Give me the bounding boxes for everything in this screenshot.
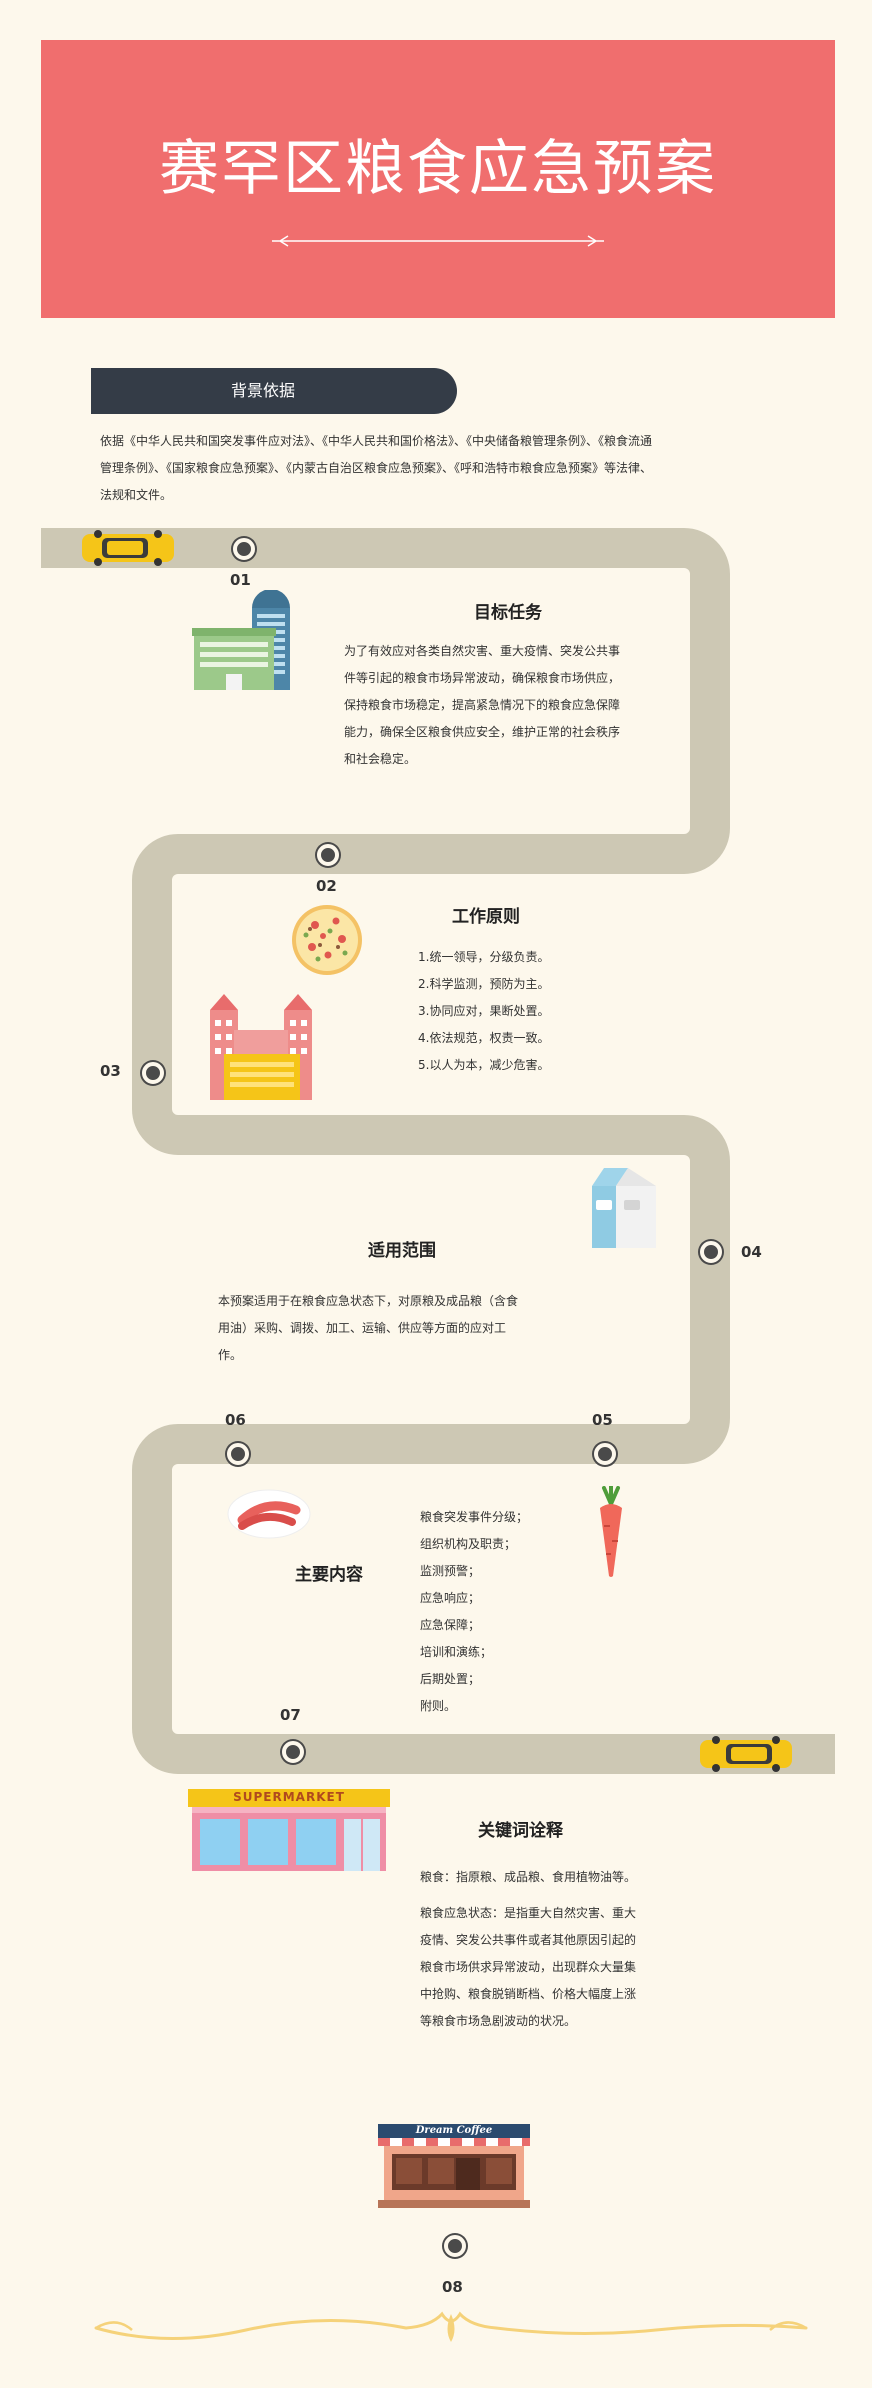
milestone-07-dot	[282, 1741, 304, 1763]
list-item: 应急响应；	[420, 1591, 481, 1605]
section-01-title: 目标任务	[474, 603, 542, 623]
school-building-icon	[210, 994, 312, 1100]
text-line: 件等引起的粮食市场异常波动，确保粮食市场供应，	[344, 671, 621, 685]
section-07-text: 粮食：指原粮、成品粮、食用植物油等。 粮食应急状态：是指重大自然灾害、重大 疫情…	[420, 1864, 720, 2035]
section-07-title: 关键词诠释	[478, 1821, 563, 1841]
background-text: 依据《中华人民共和国突发事件应对法》、《中华人民共和国价格法》、《中央储备粮管理…	[100, 428, 750, 509]
background-line: 法规和文件。	[100, 488, 173, 502]
milestone-07-number: 07	[280, 1706, 301, 1724]
list-item: 监测预警；	[420, 1564, 481, 1578]
milestone-06-dot	[227, 1443, 249, 1465]
text-line: 等粮食市场急剧波动的状况。	[420, 2014, 577, 2028]
milk-carton-icon	[592, 1168, 656, 1248]
milestone-08-number: 08	[442, 2278, 463, 2296]
ornament-divider-icon	[94, 2311, 808, 2342]
milestone-01-number: 01	[230, 571, 251, 589]
section-06-list: 粮食突发事件分级； 组织机构及职责； 监测预警； 应急响应； 应急保障； 培训和…	[420, 1504, 620, 1720]
list-item: 粮食突发事件分级；	[420, 1510, 529, 1524]
list-item: 附则。	[420, 1699, 457, 1713]
page-title: 赛罕区粮食应急预案	[159, 134, 717, 204]
title-banner	[41, 40, 835, 318]
text-line: 粮食应急状态：是指重大自然灾害、重大	[420, 1906, 637, 1920]
milestone-02-number: 02	[316, 877, 337, 895]
milestone-06-number: 06	[225, 1411, 246, 1429]
sausage-icon	[227, 1489, 311, 1539]
text-line	[420, 1891, 720, 1900]
list-item: 应急保障；	[420, 1618, 481, 1632]
milestone-02-dot	[317, 844, 339, 866]
list-item: 5.以人为本，减少危害。	[418, 1058, 550, 1072]
pizza-icon	[292, 905, 362, 975]
section-02-list: 1.统一领导，分级负责。 2.科学监测，预防为主。 3.协同应对，果断处置。 4…	[418, 944, 678, 1079]
text-line: 粮食市场供求异常波动，出现群众大量集	[420, 1960, 637, 1974]
list-item: 后期处置；	[420, 1672, 481, 1686]
section-01-text: 为了有效应对各类自然灾害、重大疫情、突发公共事 件等引起的粮食市场异常波动，确保…	[344, 638, 684, 773]
text-line: 和社会稳定。	[344, 752, 417, 766]
text-line: 为了有效应对各类自然灾害、重大疫情、突发公共事	[344, 644, 621, 658]
supermarket-building-icon	[188, 1789, 390, 1871]
section-06-title: 主要内容	[295, 1565, 363, 1585]
title-divider-icon	[272, 235, 604, 247]
list-item: 培训和演练；	[420, 1645, 493, 1659]
supermarket-sign: SUPERMARKET	[233, 1790, 345, 1804]
text-line: 本预案适用于在粮食应急状态下，对原粮及成品粮（含食	[218, 1294, 519, 1308]
carrot-icon	[600, 1486, 622, 1577]
milestone-01-dot	[233, 538, 255, 560]
milestone-05-number: 05	[592, 1411, 613, 1429]
milestone-03-dot	[142, 1062, 164, 1084]
text-line: 疫情、突发公共事件或者其他原因引起的	[420, 1933, 637, 1947]
milestone-04-dot	[700, 1241, 722, 1263]
milestone-04-number: 04	[741, 1243, 762, 1261]
section-04-text: 本预案适用于在粮食应急状态下，对原粮及成品粮（含食 用油）采购、调拨、加工、运输…	[218, 1288, 578, 1369]
buildings-icon	[192, 590, 290, 690]
text-line: 作。	[218, 1348, 243, 1362]
milestone-08-dot	[444, 2235, 466, 2257]
list-item: 1.统一领导，分级负责。	[418, 950, 550, 964]
text-line: 粮食：指原粮、成品粮、食用植物油等。	[420, 1870, 637, 1884]
milestone-03-number: 03	[100, 1062, 121, 1080]
cafe-building-icon	[378, 2124, 530, 2208]
section-02-title: 工作原则	[452, 907, 520, 927]
taxi-icon	[82, 530, 174, 566]
list-item: 组织机构及职责；	[420, 1537, 517, 1551]
list-item: 2.科学监测，预防为主。	[418, 977, 550, 991]
background-label: 背景依据	[91, 368, 457, 414]
supermarket-icon: SUPERMARKET	[188, 1789, 390, 1871]
text-line: 用油）采购、调拨、加工、运输、供应等方面的应对工	[218, 1321, 507, 1335]
cafe-icon: Dream Coffee	[378, 2124, 530, 2208]
milestone-05-dot	[594, 1443, 616, 1465]
background-line: 管理条例》、《国家粮食应急预案》、《内蒙古自治区粮食应急预案》、《呼和浩特市粮食…	[100, 461, 653, 475]
text-line: 中抢购、粮食脱销断档、价格大幅度上涨	[420, 1987, 637, 2001]
taxi-icon	[700, 1736, 792, 1772]
section-04-title: 适用范围	[368, 1241, 436, 1261]
list-item: 4.依法规范，权责一致。	[418, 1031, 550, 1045]
list-item: 3.协同应对，果断处置。	[418, 1004, 550, 1018]
text-line: 保持粮食市场稳定，提高紧急情况下的粮食应急保障	[344, 698, 621, 712]
background-line: 依据《中华人民共和国突发事件应对法》、《中华人民共和国价格法》、《中央储备粮管理…	[100, 434, 653, 448]
text-line: 能力，确保全区粮食供应安全，维护正常的社会秩序	[344, 725, 621, 739]
cafe-sign: Dream Coffee	[415, 2125, 493, 2136]
